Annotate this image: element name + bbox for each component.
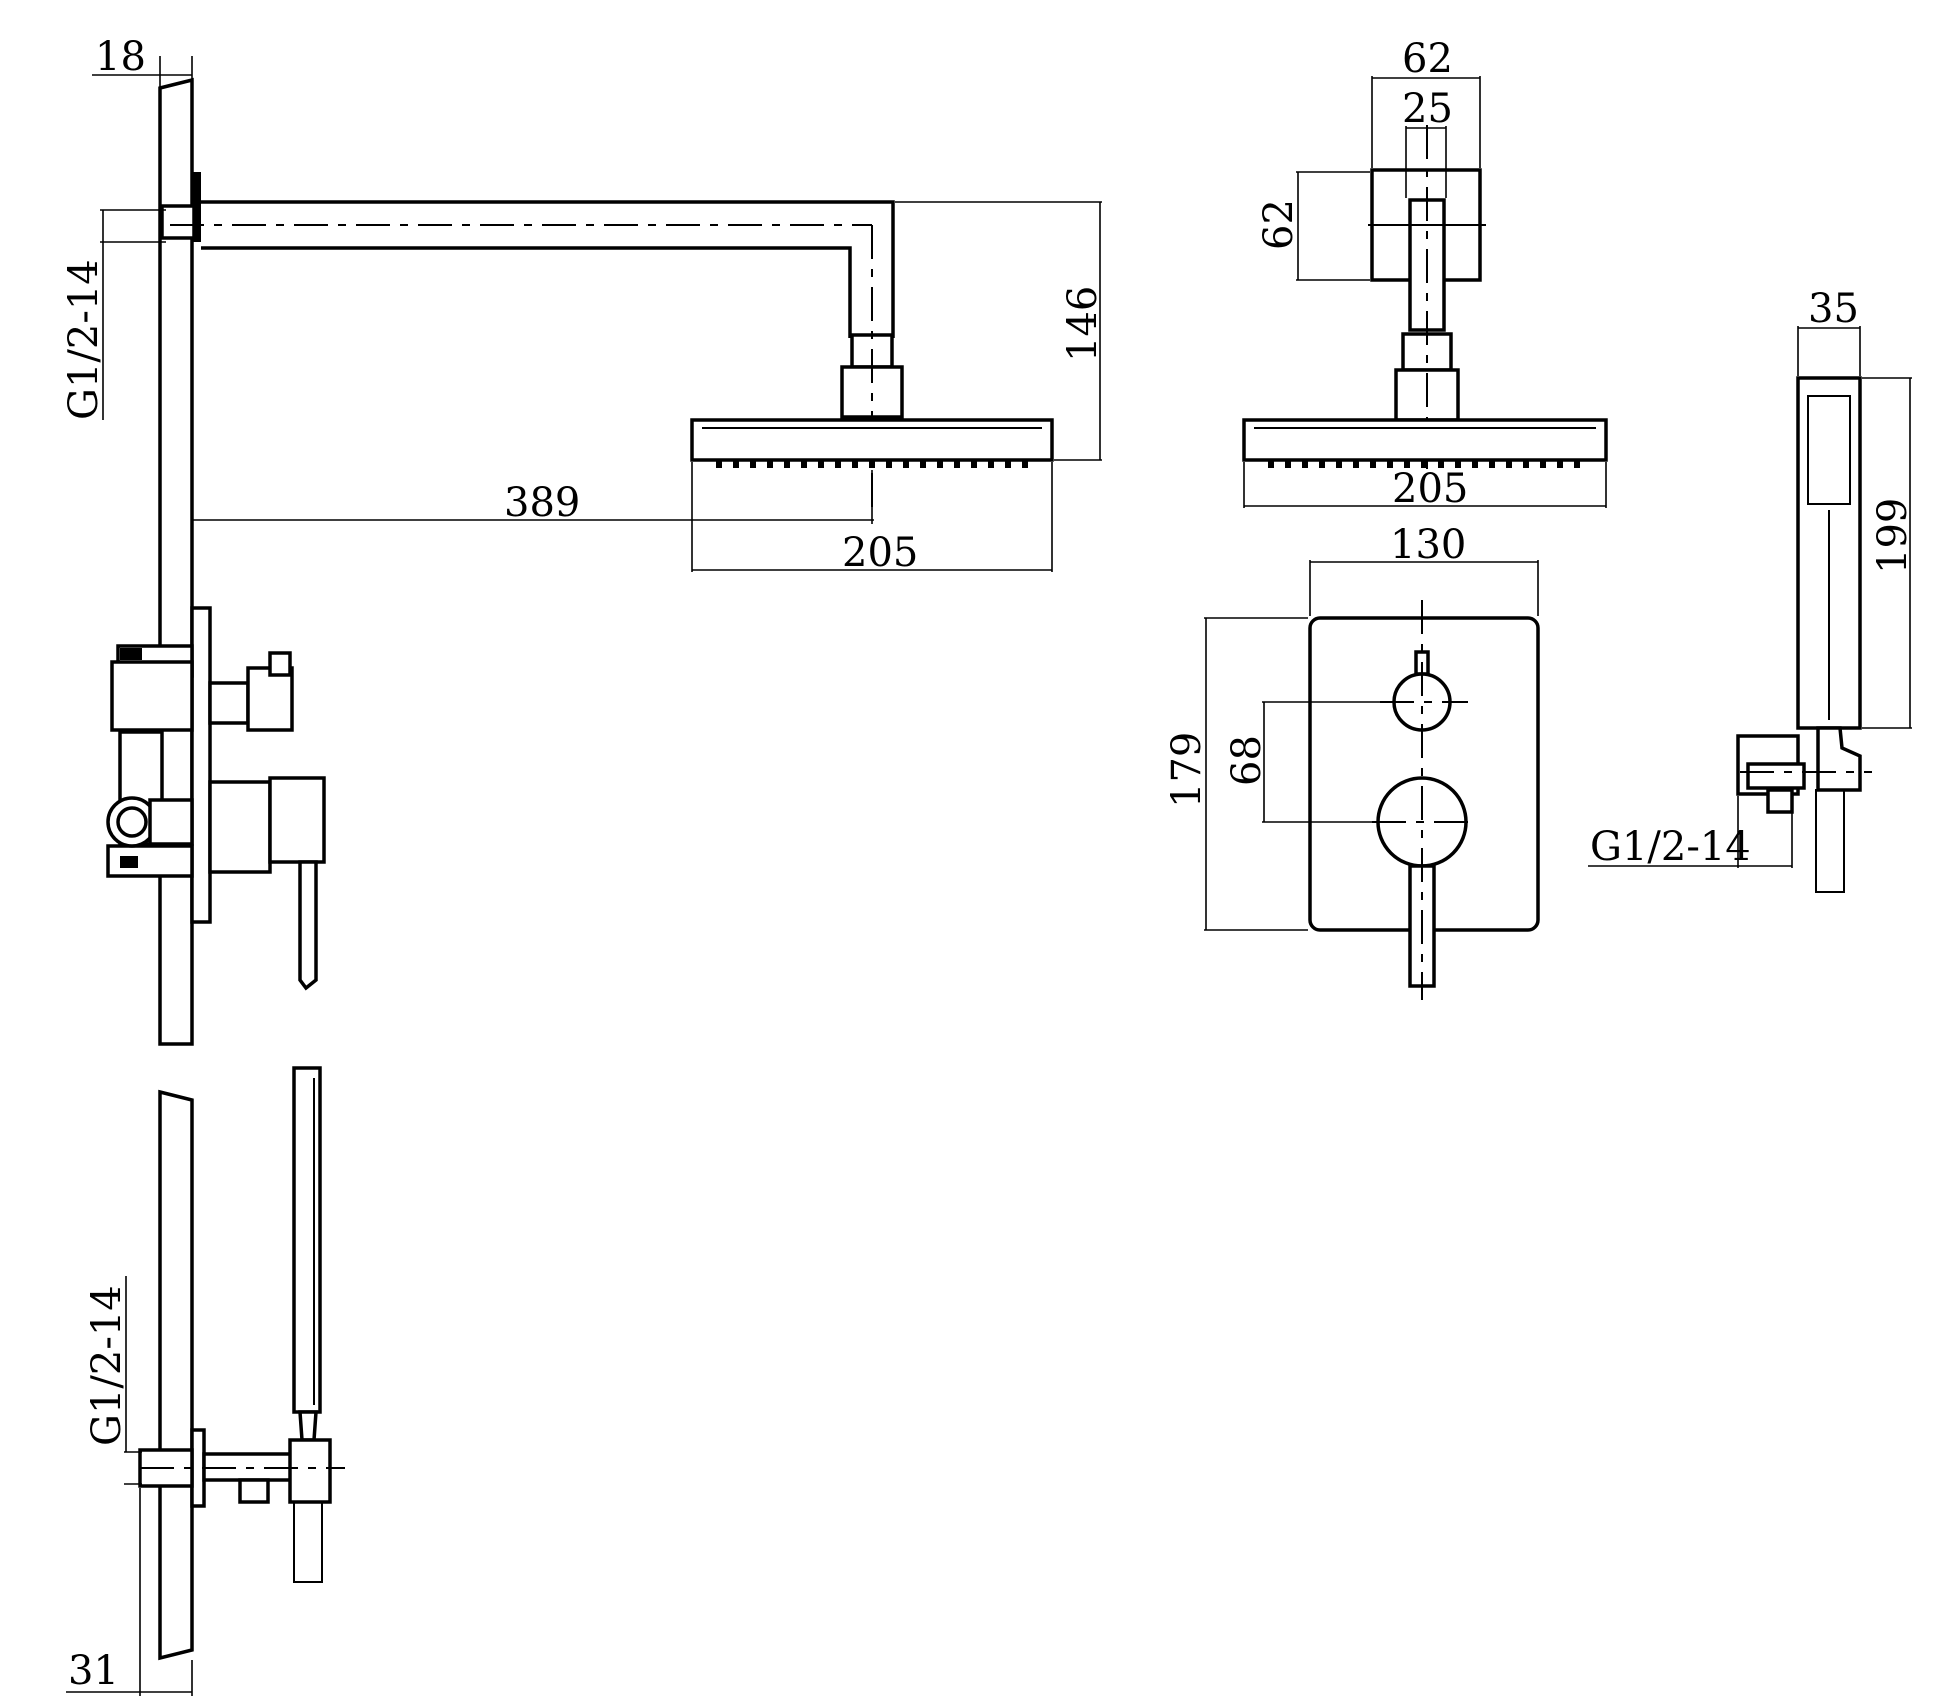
nozzle bbox=[1489, 460, 1495, 468]
nozzle bbox=[1285, 460, 1291, 468]
dim-arm-width-label: 25 bbox=[1402, 86, 1453, 132]
nozzle bbox=[937, 460, 943, 468]
dim-handshower-width-label: 35 bbox=[1808, 286, 1859, 332]
nozzle bbox=[1404, 460, 1410, 468]
wall-holder-front bbox=[1736, 726, 1872, 893]
nozzle bbox=[886, 460, 892, 468]
dim-head-width-side-label: 205 bbox=[842, 530, 918, 576]
dim-arm-projection: 389 bbox=[192, 470, 874, 526]
shower-head-side bbox=[690, 418, 1054, 468]
dim-handshower-width: 35 bbox=[1797, 286, 1861, 376]
dim-thread-elbow: G1/2-14 bbox=[84, 1276, 142, 1485]
dim-arm-projection-label: 389 bbox=[504, 480, 580, 526]
nozzle bbox=[1455, 460, 1461, 468]
nozzle bbox=[1506, 460, 1512, 468]
dim-arm-width: 25 bbox=[1402, 86, 1453, 198]
dim-thread-elbow-label: G1/2-14 bbox=[84, 1285, 130, 1446]
wall-flange-front bbox=[1368, 125, 1486, 470]
nozzle bbox=[1387, 460, 1393, 468]
nozzle bbox=[1540, 460, 1546, 468]
nozzle bbox=[767, 460, 773, 468]
nozzle bbox=[750, 460, 756, 468]
nozzle bbox=[954, 460, 960, 468]
shower-head-nozzles bbox=[716, 460, 1028, 468]
nozzle bbox=[1353, 460, 1359, 468]
nozzle bbox=[1268, 460, 1274, 468]
nozzle bbox=[1574, 460, 1580, 468]
wall-elbow-side bbox=[138, 1428, 345, 1583]
nozzle bbox=[733, 460, 739, 468]
nozzle bbox=[1370, 460, 1376, 468]
dim-head-width-front: 205 bbox=[1243, 462, 1607, 512]
dim-thread-arm: G1/2-14 bbox=[61, 209, 166, 420]
nozzle bbox=[835, 460, 841, 468]
dim-wall-thickness-top: 18 bbox=[92, 34, 193, 90]
nozzle bbox=[716, 460, 722, 468]
nozzle bbox=[1472, 460, 1478, 468]
dim-head-width-front-label: 205 bbox=[1392, 466, 1468, 512]
wall-section-lower bbox=[158, 1089, 194, 1661]
nozzle bbox=[1336, 460, 1342, 468]
dim-wall-thickness-top-label: 18 bbox=[95, 34, 146, 80]
dim-plate-height: 179 bbox=[1164, 617, 1308, 931]
nozzle bbox=[1319, 460, 1325, 468]
dim-handshower-length-label: 199 bbox=[1870, 498, 1916, 574]
dim-wall-thickness-bottom-label: 31 bbox=[68, 1648, 119, 1694]
dim-arm-drop-label: 146 bbox=[1060, 286, 1106, 362]
nozzle bbox=[852, 460, 858, 468]
nozzle bbox=[1005, 460, 1011, 468]
dim-handle-spacing: 68 bbox=[1224, 701, 1394, 823]
hand-shower-front bbox=[1796, 376, 1862, 730]
dim-flange-width-label: 62 bbox=[1402, 36, 1453, 82]
dim-handshower-length: 199 bbox=[1862, 377, 1916, 729]
nozzle bbox=[1421, 460, 1427, 468]
dim-flange-height-label: 62 bbox=[1256, 199, 1302, 250]
dim-flange-width: 62 bbox=[1371, 36, 1481, 168]
dim-flange-height: 62 bbox=[1256, 171, 1370, 281]
nozzle bbox=[818, 460, 824, 468]
nozzle bbox=[1022, 460, 1028, 468]
dim-head-width-side: 205 bbox=[691, 462, 1053, 576]
dim-handle-spacing-label: 68 bbox=[1224, 735, 1270, 786]
nozzle bbox=[1523, 460, 1529, 468]
dim-wall-thickness-bottom: 31 bbox=[66, 1488, 193, 1696]
nozzle bbox=[920, 460, 926, 468]
shower-head-nozzles-front bbox=[1268, 460, 1580, 468]
nozzle bbox=[1557, 460, 1563, 468]
hand-shower-side bbox=[292, 1066, 322, 1442]
nozzle bbox=[971, 460, 977, 468]
nozzle bbox=[801, 460, 807, 468]
nozzle bbox=[903, 460, 909, 468]
dim-plate-height-label: 179 bbox=[1164, 732, 1210, 808]
shower-head-front bbox=[1242, 418, 1608, 468]
dim-thread-holder-label: G1/2-14 bbox=[1590, 824, 1751, 870]
dim-plate-width: 130 bbox=[1309, 522, 1539, 616]
nozzle bbox=[869, 460, 875, 468]
valve-plate-front bbox=[1308, 600, 1540, 1000]
nozzle bbox=[1302, 460, 1308, 468]
nozzle bbox=[1438, 460, 1444, 468]
nozzle bbox=[784, 460, 790, 468]
dim-plate-width-label: 130 bbox=[1390, 522, 1466, 568]
nozzle bbox=[988, 460, 994, 468]
valve-body-side bbox=[106, 606, 326, 991]
shower-arm-side bbox=[160, 172, 904, 515]
dim-thread-holder: G1/2-14 bbox=[1588, 796, 1793, 870]
dim-arm-drop: 146 bbox=[895, 201, 1106, 461]
dim-thread-arm-label: G1/2-14 bbox=[61, 259, 107, 420]
